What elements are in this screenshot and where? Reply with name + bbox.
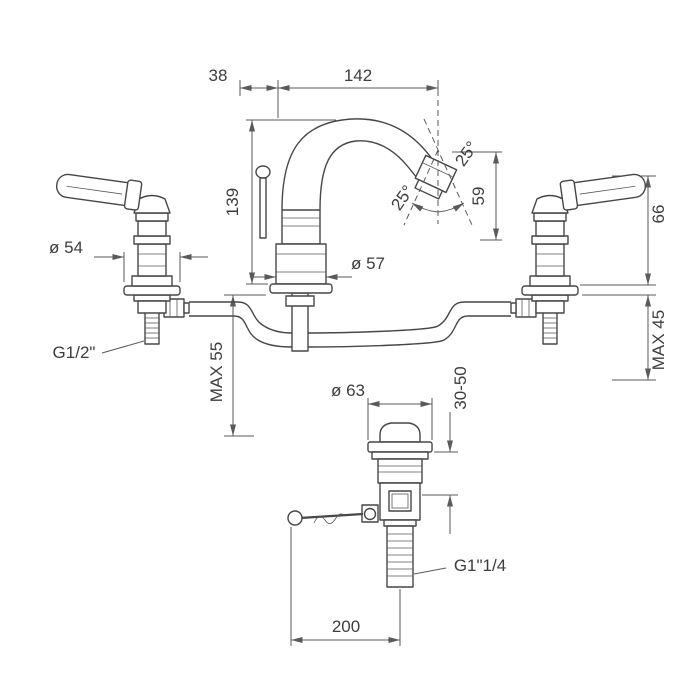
dim-label-dia54: ø 54 xyxy=(49,238,83,257)
right-neck xyxy=(533,212,567,222)
dim-label-38: 38 xyxy=(209,66,228,85)
spout-outer-curve xyxy=(281,118,443,211)
waste-shoulder xyxy=(383,519,417,527)
angle-arc-right xyxy=(437,202,465,213)
right-flange xyxy=(521,285,579,296)
spout-neck xyxy=(281,209,321,245)
dim-label-max55: MAX 55 xyxy=(207,342,226,402)
left-lever xyxy=(55,173,143,211)
left-neck xyxy=(135,212,169,222)
right-valve xyxy=(510,173,647,345)
waste-overflow-slot xyxy=(388,490,412,512)
dim-label-g12: G1/2" xyxy=(53,343,96,362)
dim-label-142: 142 xyxy=(344,66,372,85)
dim-label-66: 66 xyxy=(649,205,668,224)
lever-knob xyxy=(287,510,303,526)
left-fitting-collar xyxy=(183,302,190,314)
waste-brim xyxy=(367,441,433,453)
popup-rod-knob xyxy=(255,165,271,179)
left-locknut xyxy=(137,300,167,314)
left-hose xyxy=(189,301,293,334)
aerator xyxy=(414,154,458,200)
popup-rod xyxy=(259,177,267,239)
right-fitting-collar xyxy=(510,302,517,314)
swivel-ref-line xyxy=(403,149,439,226)
right-washer xyxy=(531,294,569,302)
dimension-labels: 38 142 139 25° 25° 59 66 ø 54 ø 57 MAX 4… xyxy=(49,66,668,636)
dim-label-3050: 30-50 xyxy=(451,366,470,409)
waste-flange xyxy=(371,451,429,460)
tailpipe-thread xyxy=(387,533,413,577)
dim-label-g114: G1"1/4 xyxy=(454,556,506,575)
right-body-ring xyxy=(531,235,569,245)
leader-g114 xyxy=(413,567,447,575)
dim-label-139: 139 xyxy=(223,188,242,216)
left-body-upper xyxy=(137,220,167,237)
dim-label-dia57: ø 57 xyxy=(351,254,385,273)
spout-body xyxy=(255,118,458,352)
left-hose xyxy=(189,315,293,348)
right-body-upper xyxy=(535,220,565,237)
dim-label-59: 59 xyxy=(469,187,488,206)
dim-label-max45: MAX 45 xyxy=(649,310,668,370)
dim-label-25-left: 25° xyxy=(387,182,417,214)
centre-tail-nut xyxy=(285,295,315,307)
right-fitting xyxy=(515,298,537,318)
dim-label-200: 200 xyxy=(332,617,360,636)
left-base-collar xyxy=(131,275,173,287)
left-shank-thread xyxy=(145,317,159,339)
lever-ball-joint xyxy=(363,507,377,521)
angle-arc-left xyxy=(411,202,439,213)
right-locknut xyxy=(535,300,565,314)
waste-overflow-body xyxy=(379,482,421,521)
left-flange xyxy=(123,285,181,296)
dim-label-dia63: ø 63 xyxy=(331,381,365,400)
left-valve xyxy=(55,173,190,345)
right-base-collar xyxy=(529,275,571,287)
popup-waste xyxy=(287,422,433,588)
waste-overflow-slot-inner xyxy=(391,493,409,509)
left-body-ring xyxy=(133,235,171,245)
rod-squiggle xyxy=(313,513,346,524)
waste-dome xyxy=(379,422,421,443)
right-hose xyxy=(307,301,511,334)
right-hose xyxy=(307,315,511,348)
left-body xyxy=(137,243,167,277)
spout-flange xyxy=(269,283,333,294)
right-shank-thread xyxy=(543,317,557,339)
spout-inner-curve xyxy=(319,140,422,211)
spout-main-body xyxy=(275,243,327,285)
right-body xyxy=(535,243,565,277)
right-lever xyxy=(559,173,647,211)
leader-g12 xyxy=(101,340,145,354)
popup-lever-rod xyxy=(299,512,364,520)
left-fitting xyxy=(163,298,185,318)
dimension-lines xyxy=(94,80,656,646)
waste-tailpipe xyxy=(386,525,414,588)
left-washer xyxy=(133,294,171,302)
dim-label-25-right: 25° xyxy=(451,138,481,170)
angle-references xyxy=(403,100,473,226)
waste-body xyxy=(377,458,423,484)
inlet-hoses xyxy=(189,301,511,348)
